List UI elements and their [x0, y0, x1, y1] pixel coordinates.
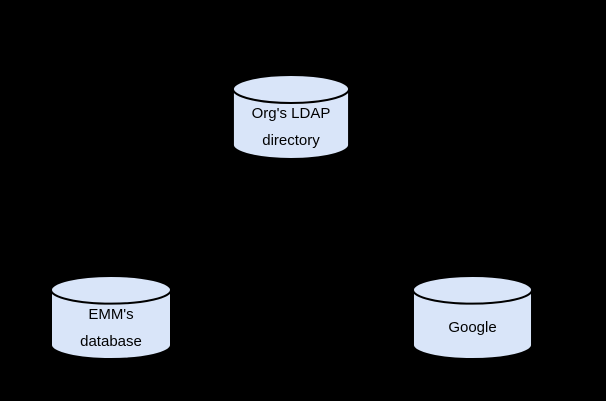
database-cylinder-icon	[50, 275, 172, 360]
database-cylinder-icon	[412, 275, 533, 360]
cylinder-google: Google	[412, 275, 533, 360]
cylinder-orgs-ldap-directory: Org's LDAP directory	[232, 74, 350, 160]
cylinder-emms-database: EMM's database	[50, 275, 172, 360]
database-cylinder-icon	[232, 74, 350, 160]
